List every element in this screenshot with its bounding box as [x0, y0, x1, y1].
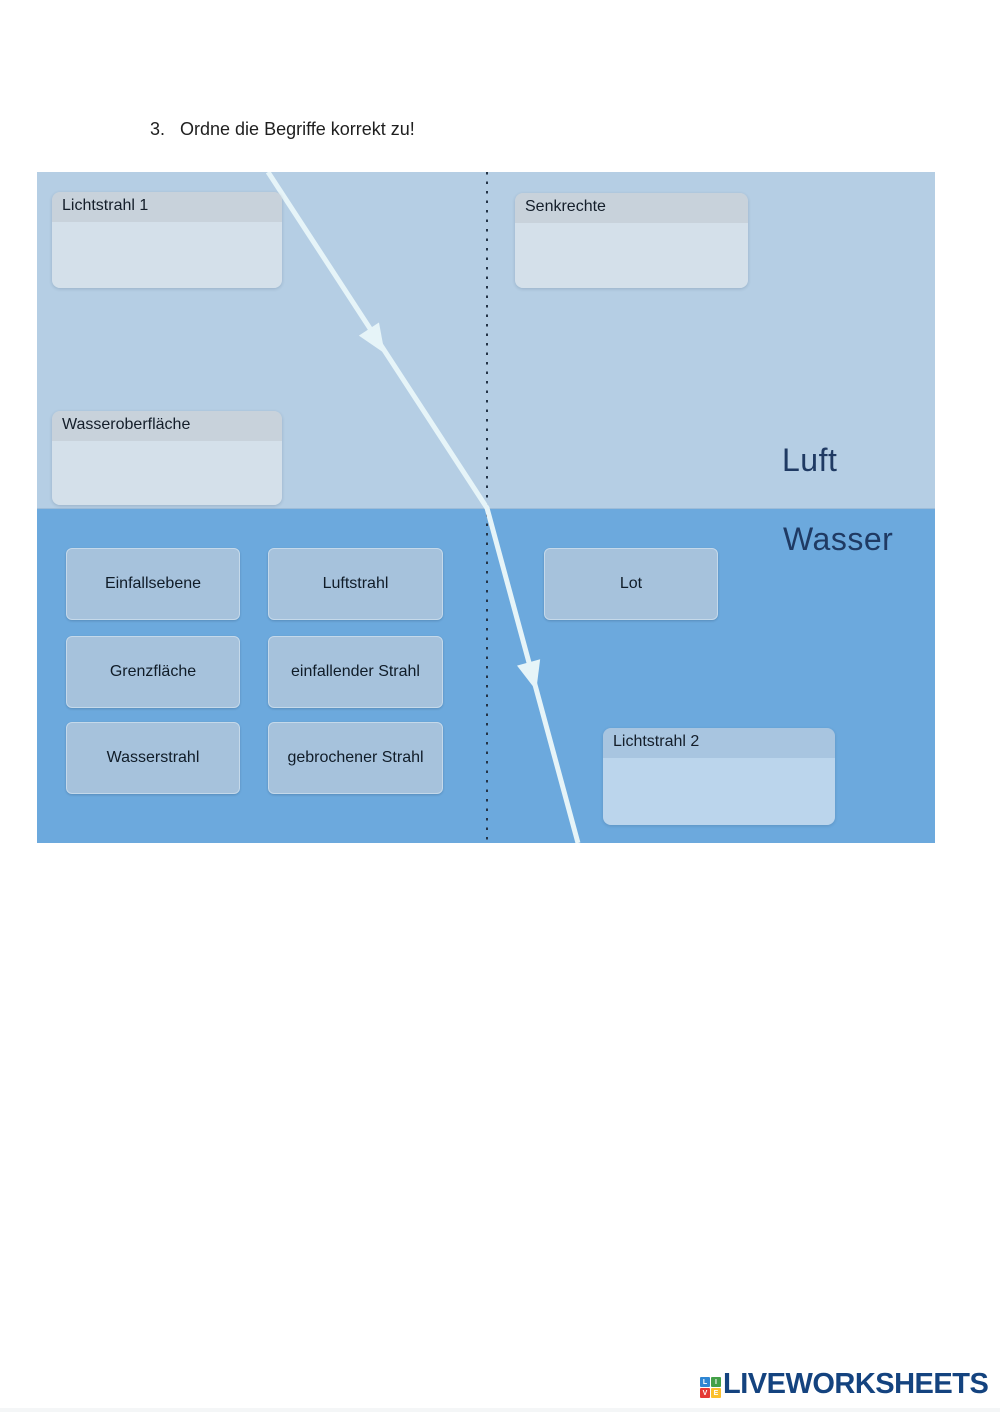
word-button-wasserstrahl[interactable]: Wasserstrahl [66, 722, 240, 794]
brand-name: LIVEWORKSHEETS [723, 1368, 989, 1400]
word-button-gebrochener-strahl[interactable]: gebrochener Strahl [268, 722, 443, 794]
drop-zone-label: Lichtstrahl 1 [52, 192, 282, 222]
title-text: Ordne die Begriffe korrekt zu! [180, 119, 415, 139]
word-button-einfallsebene[interactable]: Einfallsebene [66, 548, 240, 620]
drop-zone-answer-area[interactable] [515, 223, 748, 288]
ray-overlay [265, 172, 581, 843]
word-button-einfallender-strahl[interactable]: einfallender Strahl [268, 636, 443, 708]
air-region-label: Luft [782, 442, 838, 478]
liveworksheets-grid-icon: L I V E [700, 1377, 721, 1399]
title-number: 3. [150, 119, 166, 139]
drop-zone-label: Wasseroberfläche [52, 411, 282, 441]
drop-zone-answer-area[interactable] [52, 222, 282, 288]
logo-square-v: V [700, 1388, 710, 1398]
logo-square-e: E [711, 1388, 721, 1398]
drop-zone-lichtstrahl-2[interactable]: Lichtstrahl 2 [603, 728, 835, 825]
page-title: 3. Ordne die Begriffe korrekt zu! [150, 119, 415, 140]
refracted-ray-arrowhead-icon [517, 659, 541, 691]
light-ray [265, 172, 581, 843]
drop-zone-senkrechte[interactable]: Senkrechte [515, 193, 748, 288]
word-button-lot[interactable]: Lot [544, 548, 718, 620]
drop-zone-answer-area[interactable] [603, 758, 835, 825]
drop-zone-lichtstrahl-1[interactable]: Lichtstrahl 1 [52, 192, 282, 288]
incident-ray-arrowhead-icon [358, 322, 385, 354]
drop-zone-label: Lichtstrahl 2 [603, 728, 835, 758]
word-button-grenzflaeche[interactable]: Grenzfläche [66, 636, 240, 708]
logo-square-l: L [700, 1377, 710, 1387]
liveworksheets-logo[interactable]: L I V E LIVEWORKSHEETS [700, 1368, 989, 1401]
drop-zone-wasseroberflaeche[interactable]: Wasseroberfläche [52, 411, 282, 505]
page-bottom-divider [0, 1408, 1000, 1412]
drop-zone-label: Senkrechte [515, 193, 748, 223]
drop-zone-answer-area[interactable] [52, 441, 282, 505]
water-region-label: Wasser [783, 521, 894, 557]
logo-square-i: I [711, 1377, 721, 1387]
refraction-diagram: Luft Wasser Lichtstrahl 1 Senkrechte Was… [37, 172, 935, 843]
word-button-luftstrahl[interactable]: Luftstrahl [268, 548, 443, 620]
